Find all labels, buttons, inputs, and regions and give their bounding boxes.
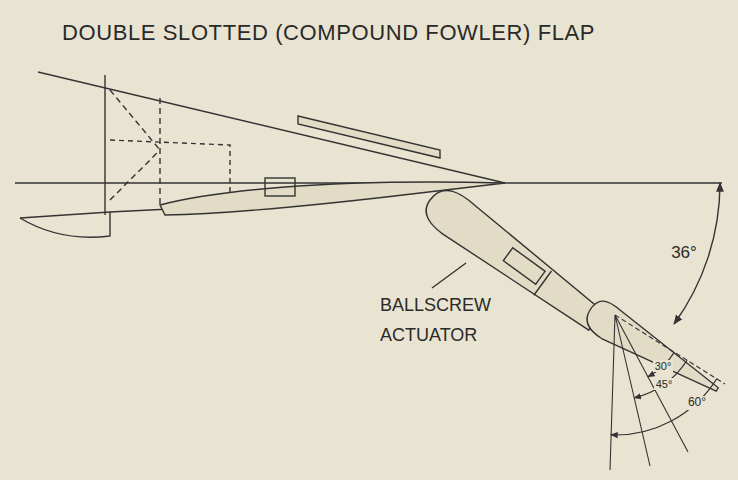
flap-rib: [534, 271, 552, 295]
diagram-title: DOUBLE SLOTTED (COMPOUND FOWLER) FLAP: [62, 20, 595, 45]
angle-label: 36°: [669, 243, 699, 263]
vane-fitting: [265, 178, 295, 196]
deflection-line: [610, 315, 688, 470]
part-label: BALLSCREW ACTUATOR: [378, 290, 504, 350]
wing-lower-fairing: [20, 212, 110, 237]
angle-label: 30°: [653, 360, 674, 373]
aft-flap-outline: [580, 296, 726, 405]
aft-flap: [580, 296, 726, 405]
wing-structure: [110, 90, 160, 205]
wing-upper-surface: [38, 72, 505, 183]
angle-arc: [634, 360, 687, 398]
spoiler: [298, 116, 440, 158]
rear-spar: [104, 75, 105, 215]
angle-label: 60°: [686, 396, 708, 410]
wing-structure: [110, 140, 230, 195]
leader-line: [432, 263, 466, 288]
angle-label: 45°: [654, 378, 675, 391]
angle-arc: [611, 379, 717, 435]
actuator-fitting: [503, 248, 545, 284]
angle-arc: [648, 352, 675, 377]
flap-chord-extension: [615, 315, 725, 384]
